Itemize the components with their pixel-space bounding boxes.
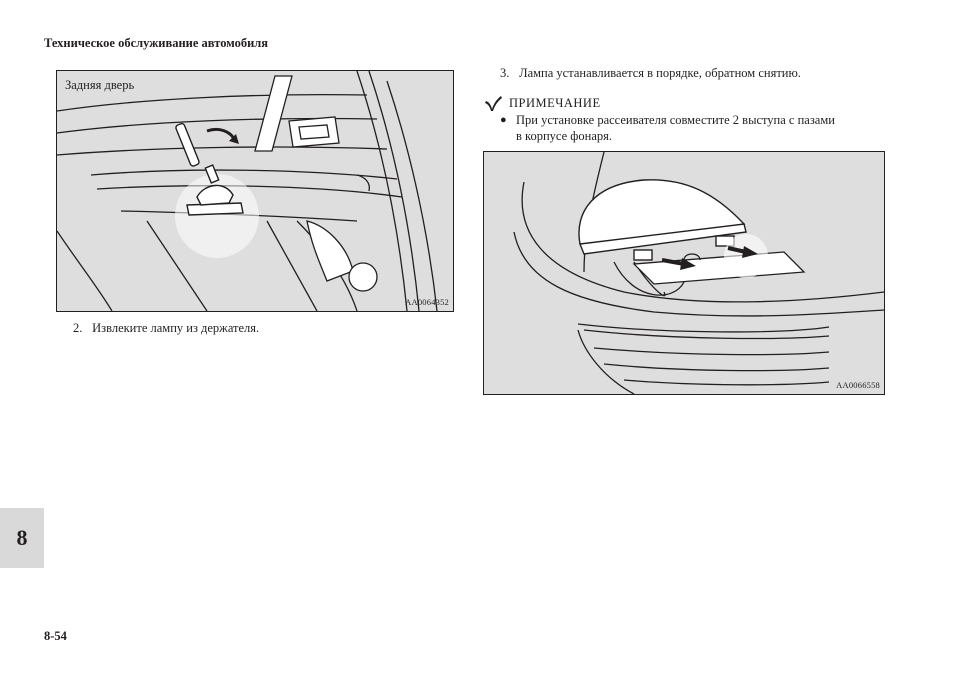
step-number: 2. <box>73 321 83 335</box>
note-heading: ПРИМЕЧАНИЕ <box>484 95 601 112</box>
note-heading-text: ПРИМЕЧАНИЕ <box>509 96 601 110</box>
note-line: в корпусе фонаря. <box>516 129 612 143</box>
bullet-marker: ● <box>500 114 507 126</box>
chapter-tab: 8 <box>0 508 44 568</box>
running-header: Техническое обслуживание автомобиля <box>44 36 269 50</box>
step-number: 3. <box>500 66 510 80</box>
page-number: 8-54 <box>44 629 67 643</box>
step-2: 2. Извлеките лампу из держателя. <box>73 321 259 336</box>
tail-door-illustration: Задняя дверь AA0064352 <box>56 70 454 312</box>
step-3: 3. Лампа устанавливается в порядке, обра… <box>500 66 801 81</box>
step-text: Извлеките лампу из держателя. <box>92 321 260 335</box>
figure-label: Задняя дверь <box>65 78 135 92</box>
step-text: Лампа устанавливается в порядке, обратно… <box>519 66 801 80</box>
figure-code: AA0064352 <box>405 297 449 307</box>
note-body: ● При установке рассеивателя совместите … <box>500 112 880 144</box>
note-check-icon <box>485 96 502 111</box>
figure-code: AA0066558 <box>836 380 880 390</box>
lens-install-illustration: AA0066558 <box>483 151 885 395</box>
tail-door-drawing <box>57 71 438 311</box>
lens-install-drawing <box>513 152 884 394</box>
note-line: При установке рассеивателя совместите 2 … <box>516 113 835 127</box>
